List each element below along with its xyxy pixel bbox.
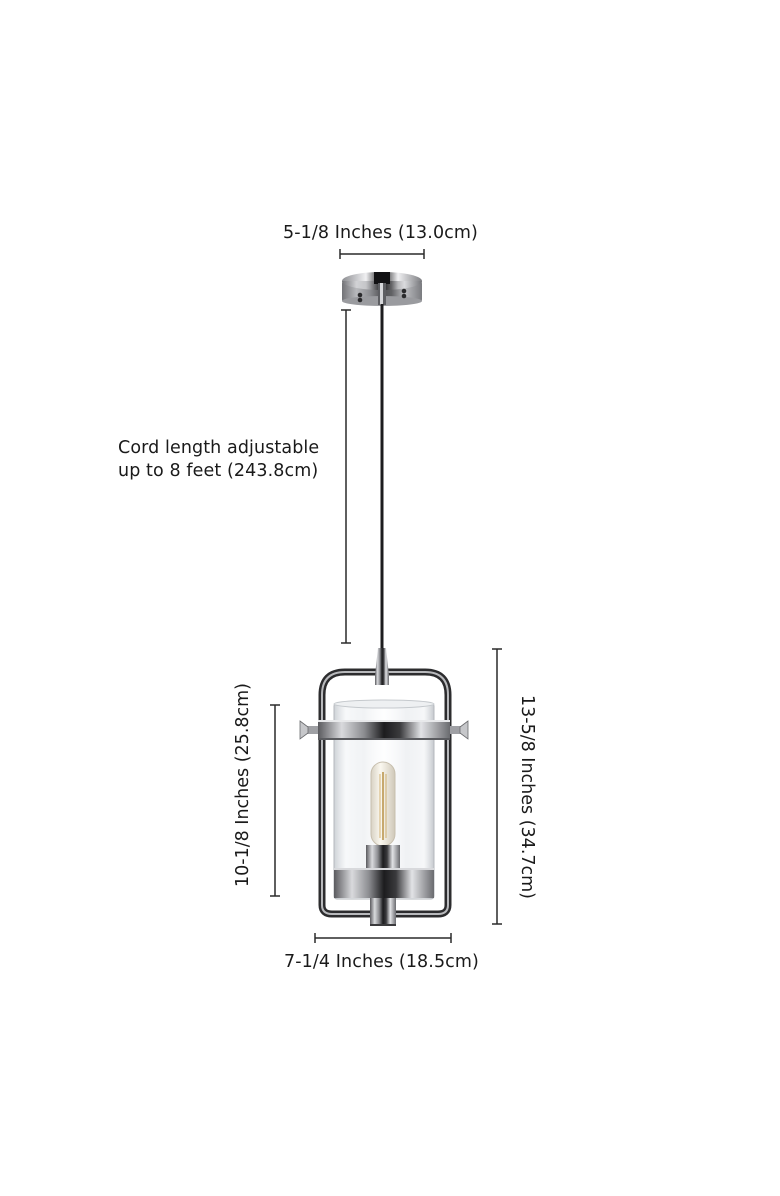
cord-connector (375, 648, 389, 685)
shade-height-dimension-line (270, 704, 280, 897)
cord-length-label-line1: Cord length adjustable (118, 438, 320, 458)
fixture-width-label: 7-1/4 Inches (18.5cm) (284, 952, 479, 972)
canopy-width-label: 5-1/8 Inches (13.0cm) (283, 223, 478, 243)
left-thumb-screw (299, 720, 318, 740)
shade-band (318, 720, 450, 740)
canopy-width-dimension-line (339, 249, 425, 259)
fixture-frame (318, 668, 452, 918)
edison-bulb (370, 761, 396, 847)
cord-length-dimension-line (341, 309, 351, 644)
overall-height-dimension-line (492, 648, 502, 925)
fixture-width-dimension-line (314, 933, 452, 943)
canopy (342, 272, 422, 306)
cord-length-label-line2: up to 8 feet (243.8cm) (118, 461, 319, 481)
shade-bottom-band (334, 868, 434, 898)
bottom-finial (370, 898, 396, 926)
socket (366, 845, 400, 871)
right-thumb-screw (450, 720, 469, 740)
